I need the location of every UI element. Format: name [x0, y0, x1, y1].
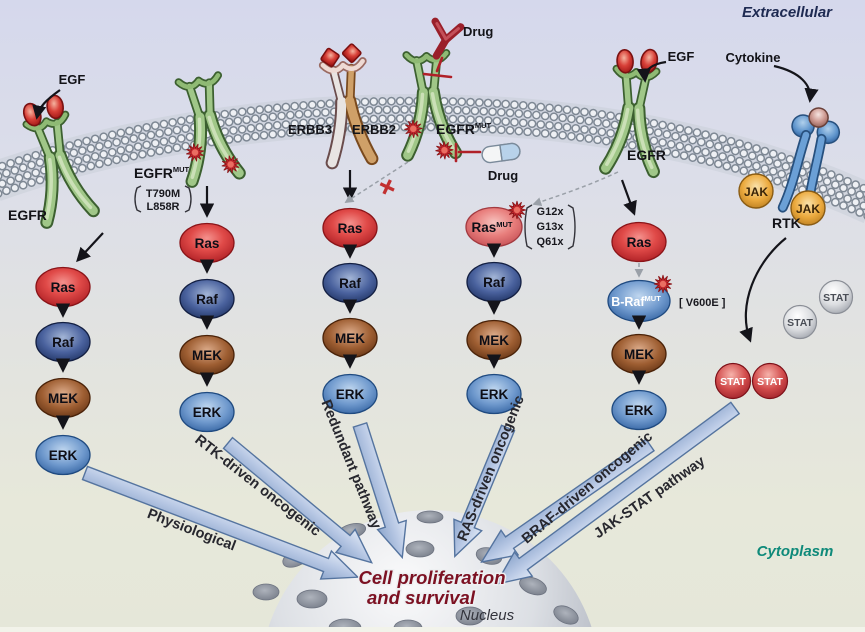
stat-label: STAT [787, 317, 813, 329]
redundant-arrow [352, 421, 408, 560]
jak-right: JAK [790, 190, 826, 226]
cascade-braf-driven: Ras B-RafMUT [ V600E ] MEK ERK [607, 221, 726, 431]
egfr-left-to-ras-arrow [76, 232, 104, 263]
erk-node: ERK [625, 403, 654, 418]
erbb2-label: ERBB2 [352, 122, 396, 137]
erbb-ligand [341, 43, 362, 63]
egf-left-arrow [32, 89, 61, 120]
antibody-drug-label: Drug [463, 24, 493, 39]
physiological-arrow [81, 465, 360, 580]
cascade-rtk-driven: Ras Raf MEK ERK [179, 222, 235, 433]
stat-inactive-1: STAT [818, 279, 854, 315]
raf-node: Raf [52, 335, 74, 350]
ras-node: Ras [195, 236, 220, 251]
stat-label: STAT [823, 292, 849, 304]
egf-ligand [616, 49, 634, 74]
cascade-ras-driven: RasMUT G12x G13x Q61x Raf MEK ERK [465, 200, 576, 415]
bottom-strip [0, 627, 865, 632]
cytokine-ligand [808, 107, 829, 128]
ras-node: Ras [627, 235, 652, 250]
erbb-ligand [320, 47, 340, 68]
ras-driven-label: RAS-driven oncogenic [455, 393, 528, 543]
raf-node: Raf [196, 292, 218, 307]
outcome-line2: and survival [367, 587, 476, 608]
ras-node: Ras [51, 280, 76, 295]
blocked-cross: + [372, 169, 402, 206]
outcome-text: Cell proliferation and survival [357, 566, 507, 610]
erbb3-label: ERBB3 [288, 122, 332, 137]
antibody-drug-icon [431, 17, 465, 60]
egf-left-label: EGF [59, 72, 86, 87]
outcome-line1: Cell proliferation [359, 567, 506, 588]
rtk-to-stat-arrow [739, 237, 787, 343]
mek-node: MEK [192, 348, 222, 363]
braf-driven-arrow [480, 438, 655, 563]
mek-node: MEK [335, 331, 365, 346]
pill-drug-icon [481, 142, 521, 164]
egfr-mut-center-label: EGFRMUT [436, 121, 492, 137]
egfr-right-label: EGFR [627, 147, 666, 163]
jak-label: JAK [744, 185, 768, 199]
nucleus-label: Nucleus [460, 607, 515, 624]
erbb3-erbb2-receptor [318, 43, 379, 170]
stat-label: STAT [757, 376, 783, 388]
cascade-physiological: Ras Raf MEK ERK [35, 266, 91, 476]
mek-node: MEK [48, 391, 78, 406]
ras-node: Ras [338, 221, 363, 236]
egfr-mut-left-label: EGFRMUT [134, 165, 190, 181]
jak-label: JAK [796, 202, 820, 216]
jak-left: JAK [738, 173, 774, 209]
ras-mut-node: RasMUT [471, 220, 512, 235]
erk-node: ERK [49, 448, 78, 463]
l858r-label: L858R [146, 201, 179, 213]
antibody-inhibit-line [422, 56, 453, 79]
ras-driven-arrow [453, 424, 516, 559]
g13x-label: G13x [537, 221, 565, 233]
rtk-label: RTK [772, 215, 801, 231]
egf-right-arrow [636, 60, 667, 83]
erk-node: ERK [336, 387, 365, 402]
mek-node: MEK [479, 333, 509, 348]
erk-node: ERK [193, 405, 222, 420]
raf-node: Raf [339, 276, 361, 291]
jak-stat-arrow [494, 401, 741, 586]
cascade-redundant: Ras Raf MEK ERK [322, 207, 378, 415]
raf-node: Raf [483, 275, 505, 290]
rasmut-mutation-list: G12x G13x Q61x [524, 204, 576, 250]
rtk-driven-arrow [222, 436, 374, 564]
erk-node: ERK [480, 387, 509, 402]
egfr-to-rasmut-dashed [532, 171, 619, 206]
stat-label: STAT [720, 376, 746, 388]
egfr-left-label: EGFR [8, 207, 47, 223]
t790m-label: T790M [146, 188, 180, 200]
stat-dimer: STAT STAT [714, 362, 789, 400]
cytokine-label: Cytokine [726, 50, 781, 65]
g12x-label: G12x [537, 206, 565, 218]
mek-node: MEK [624, 347, 654, 362]
pill-inhibit-line [454, 142, 482, 163]
redundant-dashed-arrow [344, 161, 409, 203]
egfr-right-to-ras-arrow [620, 179, 637, 216]
braf-mut-node: B-RafMUT [611, 294, 661, 309]
cytokine-arrow [773, 64, 819, 103]
pathway-arrows [81, 401, 741, 586]
egf-right-label: EGF [668, 49, 695, 64]
q61x-label: Q61x [537, 236, 565, 248]
pill-drug-label: Drug [488, 168, 518, 183]
egfr-mut-left-mutations: T790M L858R [134, 185, 192, 213]
extracellular-label: Extracellular [742, 4, 833, 21]
cell-membrane [0, 93, 865, 224]
v600e-label: [ V600E ] [679, 297, 726, 309]
cytoplasm-label: Cytoplasm [757, 543, 834, 560]
stat-inactive-2: STAT [782, 304, 818, 340]
